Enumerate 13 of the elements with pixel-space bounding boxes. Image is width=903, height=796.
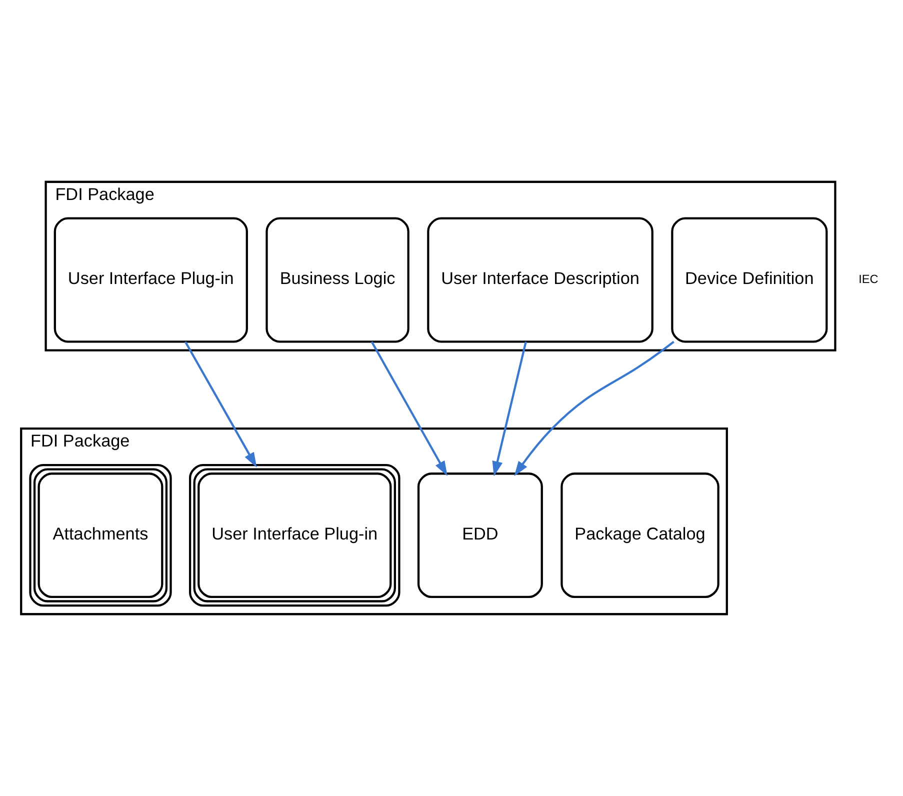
node-box: User Interface Plug-in <box>54 217 248 343</box>
arrow <box>492 341 527 476</box>
label: IEC <box>858 273 878 286</box>
node-box: Business Logic <box>266 217 410 343</box>
node-box: Device Definition <box>671 217 828 343</box>
node-box: Attachments <box>29 464 172 607</box>
node-box: User Interface Plug-in <box>188 464 400 607</box>
arrow <box>514 340 674 476</box>
node-box: Package Catalog <box>560 472 720 598</box>
node-box: User Interface Description <box>427 217 654 343</box>
arrow <box>184 341 257 468</box>
arrow <box>370 341 448 476</box>
node-box: EDD <box>417 472 543 598</box>
